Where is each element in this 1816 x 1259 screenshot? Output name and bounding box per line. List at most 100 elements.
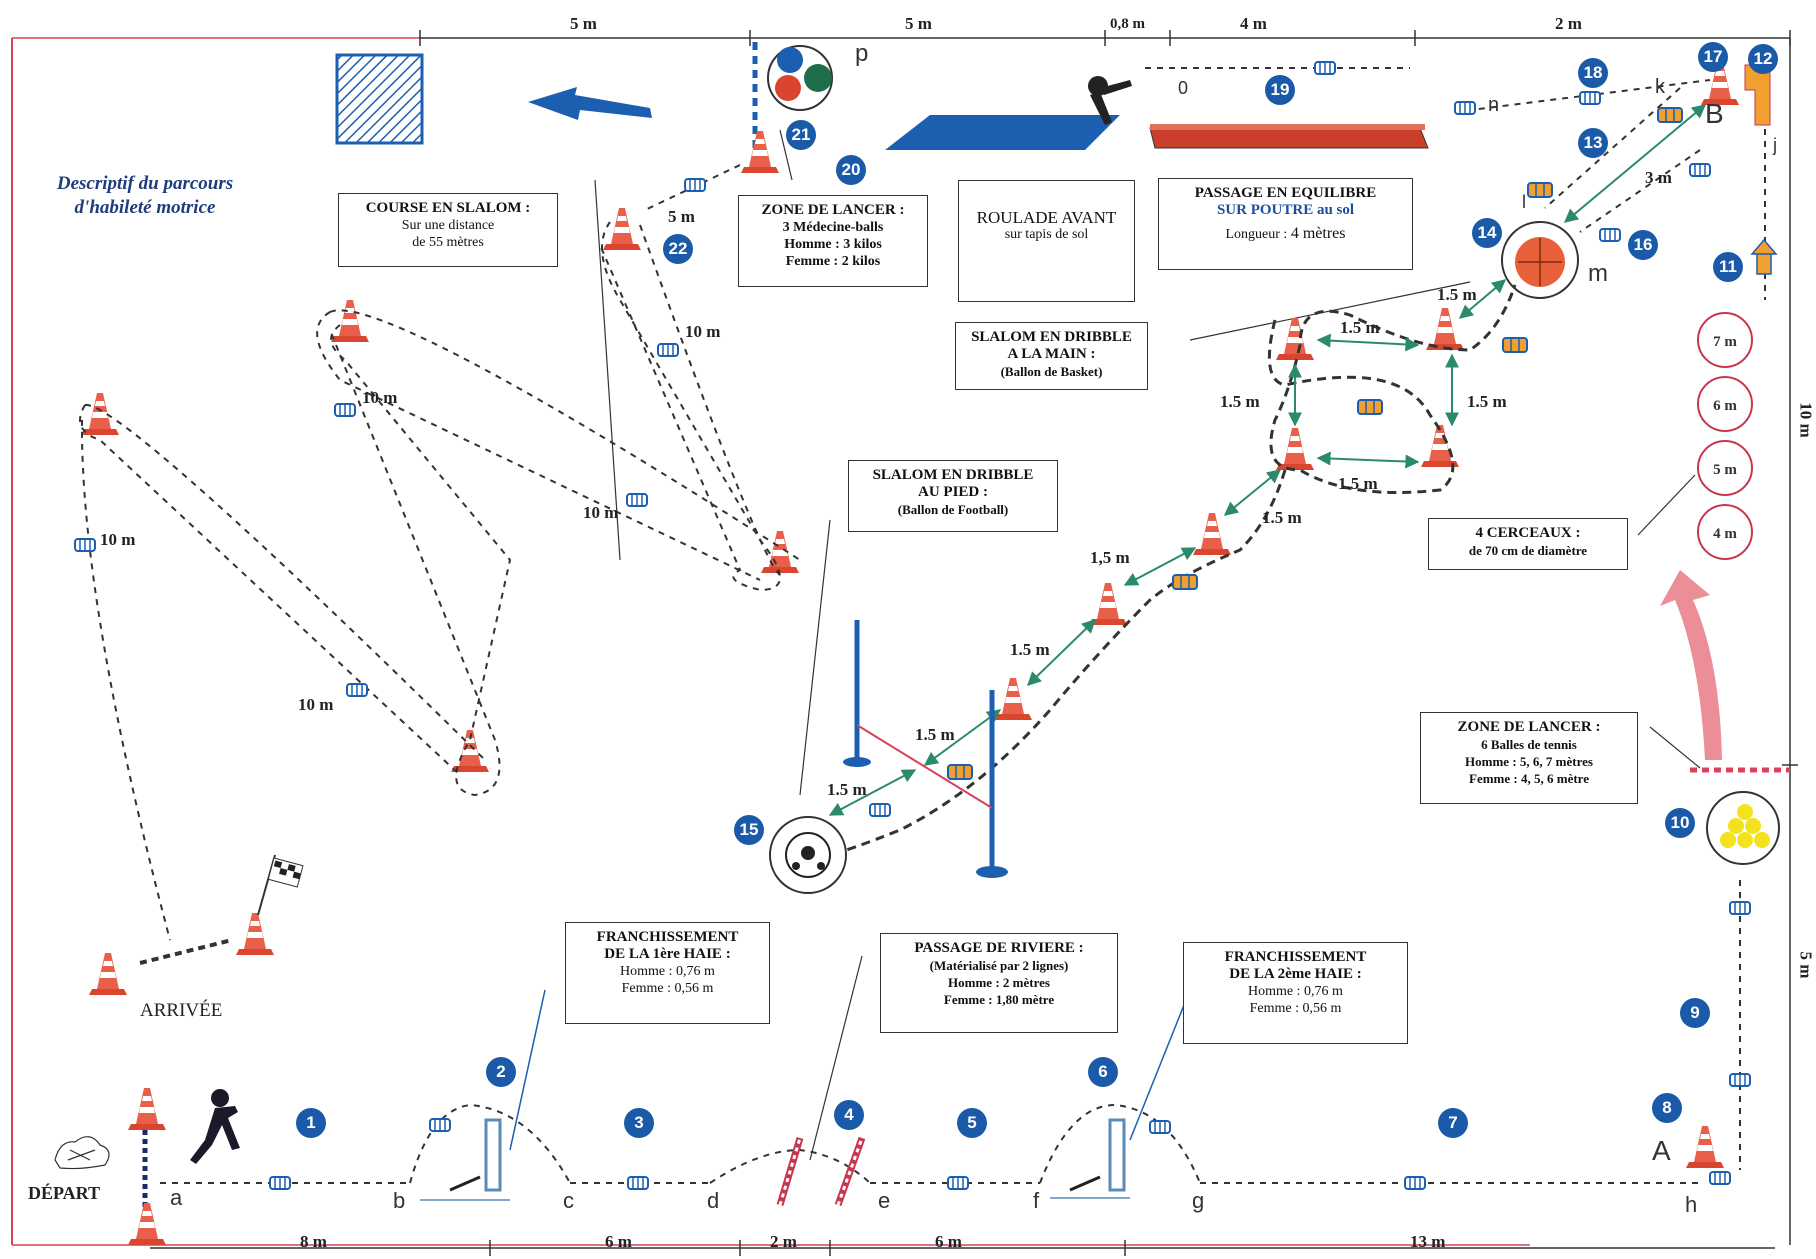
marker-e: e [878,1188,891,1213]
box-title: SLALOM EN DRIBBLE [872,467,1034,483]
dimension-label: 5 m [1796,951,1816,979]
box-line: (Ballon de Basket) [1000,364,1103,379]
step-badge: 19 [1265,75,1295,105]
box-line: de 55 mètres [412,235,484,250]
step-badge: 10 [1665,808,1695,838]
slalom-paths [79,164,801,941]
corner-marker [1744,64,1771,126]
leader-line [799,519,831,796]
finish-flag-icon [257,854,304,916]
top-dimension-line [419,30,1791,46]
box-line: A LA MAIN : [1007,346,1096,362]
marker-d: d [707,1188,720,1213]
step-badge: 7 [1438,1108,1468,1138]
dimension-label: 1.5 m [1010,640,1050,659]
step-badge: 18 [1578,58,1608,88]
dimension-label: 1.5 m [915,725,955,744]
box-line: Femme : 4, 5, 6 mètre [1469,771,1589,786]
foot-dribble-box: SLALOM EN DRIBBLE AU PIED : (Ballon de F… [848,460,1058,532]
shoe-icon [1172,574,1198,590]
box-line: Homme : 0,76 m [620,964,715,979]
hoops-box: 4 CERCEAUX : de 70 cm de diamètre [1428,518,1628,570]
dimension-label: 1,5 m [1090,548,1130,567]
slalom-poles [843,620,1008,878]
shoe-icon [1579,91,1601,105]
box-line: Sur une distance [401,218,495,233]
box-title: COURSE EN SLALOM : [365,200,531,216]
dimension-label: 1.5 m [1437,285,1477,304]
tennis-balls-icon [1706,791,1780,865]
box-line: Homme : 0,76 m [1248,984,1343,999]
shoe-icon [1689,163,1711,177]
bottom-path [160,1103,1700,1184]
box-line: Homme : 3 kilos [784,237,882,252]
river-crossing-box: PASSAGE DE RIVIERE : (Matérialisé par 2 … [880,933,1118,1033]
shoe-icon [627,1176,649,1190]
slalom-course-box: COURSE EN SLALOM : Sur une distance de 5… [338,193,558,267]
box-title: PASSAGE DE RIVIERE : [914,940,1084,956]
box-line: Femme : 0,56 m [621,981,714,996]
marker-b: b [393,1188,406,1213]
marker-h: h [1685,1192,1698,1217]
step-badge: 8 [1652,1093,1682,1123]
box-title: ZONE DE LANCER : [1457,719,1601,735]
marker-a: a [170,1185,183,1210]
hatched-zone [335,53,424,145]
marker-c: c [563,1188,574,1213]
dimension-label: 1.5 m [827,780,867,799]
football-icon [769,816,847,894]
step-badge: 6 [1088,1057,1118,1087]
leader-line [779,129,793,181]
dimension-label: 1.5 m [1340,318,1380,337]
dimension-label: 1.5 m [1467,392,1507,411]
shoe-icon [1454,101,1476,115]
box-title: 4 CERCEAUX : [1475,525,1581,541]
dimension-label: 3 m [1645,168,1672,187]
marker-g: g [1192,1188,1205,1213]
dimension-label: 1.5 m [1262,508,1302,527]
box-line: SUR POUTRE au sol [1216,202,1355,218]
box-line: 4 mètres [1290,225,1346,242]
box-line: Homme : 5, 6, 7 mètres [1465,754,1593,769]
marker-k: k [1655,76,1665,98]
marker-B: B [1705,98,1724,129]
cone-icon [1686,1126,1724,1168]
course-title: Descriptif du parcours d'habileté motric… [40,172,250,220]
leader-line [1637,474,1696,536]
marker-A: A [1652,1135,1671,1166]
step-badge: 14 [1472,218,1502,248]
step-badge: 15 [734,815,764,845]
box-line: 6 Balles de tennis [1481,737,1577,752]
dimension-label: 5 m [668,207,695,226]
hurdle-2 [1050,1118,1130,1199]
shoe-icon [429,1118,451,1132]
shoe-icon [1599,228,1621,242]
marker-j: j [1773,135,1777,155]
hurdle-1-box: FRANCHISSEMENT DE LA 1ère HAIE : Homme :… [565,922,770,1024]
tennis-throw-box: ZONE DE LANCER : 6 Balles de tennis Homm… [1420,712,1638,804]
dimension-label: 4 m [1240,14,1267,33]
medicine-balls-icon [767,45,833,111]
cone-icon [128,1203,166,1245]
shoe-icon [657,343,679,357]
right-dimension-line [1782,38,1798,1245]
marker-m: m [1588,260,1608,287]
shoe-icon [1709,1171,1731,1185]
shoe-icon [334,403,356,417]
dimension-label: 6 m [935,1232,962,1251]
shoe-icon [74,538,96,552]
box-line: 3 Médecine-balls [782,220,884,235]
finish-label: ARRIVÉE [140,1000,223,1021]
shoe-icon [1502,337,1528,353]
shoe-icon [626,493,648,507]
box-line: (Matérialisé par 2 lignes) [929,958,1069,973]
runner-icon [190,1089,240,1164]
curved-arrow-icon [1660,570,1722,760]
box-title: PASSAGE EN EQUILIBRE [1194,185,1377,201]
dimension-label: 5 m [570,14,597,33]
dimension-label: 0,8 m [1110,16,1145,32]
green-spacing-arrows [828,279,1507,816]
box-title: FRANCHISSEMENT [1224,949,1367,965]
box-line: Longueur : [1225,227,1288,242]
shoe-icon [1149,1120,1171,1134]
